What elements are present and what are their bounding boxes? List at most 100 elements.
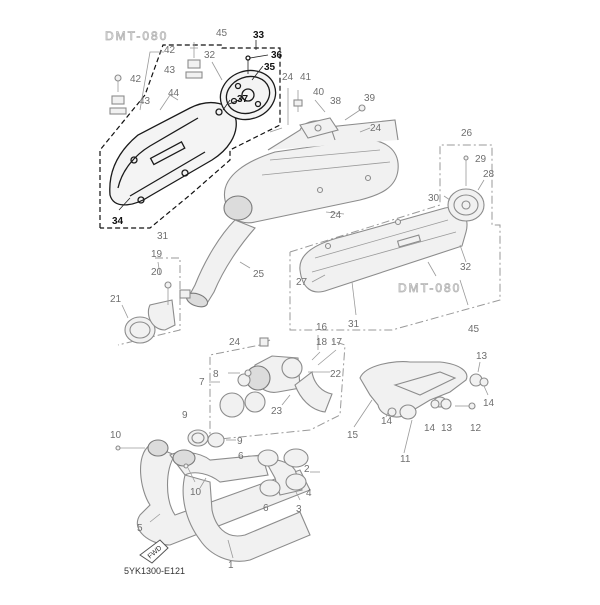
callout-42a: 42 [164,45,176,56]
joint-pipe-assembly [209,335,346,441]
highlight-boundary [99,44,281,229]
collar-14 [479,377,489,387]
stamp-marking-right: DMT-080 [398,281,461,295]
callout-14a: 14 [483,398,495,409]
callout-10a: 10 [110,430,122,441]
shield-hardware [109,42,223,115]
callout-13a: 13 [476,351,488,362]
callout-43a: 43 [164,65,176,76]
stamp-marking-top: DMT-080 [105,29,168,43]
callout-45a: 45 [216,28,228,39]
callout-32a: 32 [204,50,216,61]
mount-hole [181,169,189,177]
callout-27: 27 [296,277,308,288]
callout-31a: 31 [157,231,169,242]
callout-30: 30 [428,193,440,204]
collar-14 [430,399,440,409]
screw-36-head [245,55,251,61]
callout-6b: 6 [263,503,269,514]
callout-14b: 14 [381,416,393,427]
exhaust-header-pipes: FWD [115,439,311,564]
upper-heat-shield-group [99,40,281,229]
callout-15: 15 [347,430,359,441]
callout-12: 12 [470,423,482,434]
callout-4: 4 [306,488,312,499]
callout-42b: 42 [130,74,142,85]
screw-37 [222,99,231,111]
gasket-6 [259,479,281,497]
fwd-direction-arrow: FWD [139,539,169,564]
callout-38: 38 [330,96,342,107]
bolt-8 [244,369,252,377]
callout-10b: 10 [190,487,202,498]
bolt-20 [164,281,172,289]
callout-43b: 43 [139,96,151,107]
callout-25: 25 [253,269,265,280]
callout-24c: 24 [370,123,382,134]
pipe-clamp-group [117,257,191,346]
callout-2: 2 [304,464,310,475]
callout-11: 11 [400,454,411,465]
link-pipe-25 [185,219,256,308]
callout-45b: 45 [468,324,480,335]
callout-14c: 14 [424,423,436,434]
flange-2 [283,448,309,468]
callout-18: 18 [316,337,328,348]
callout-21: 21 [110,294,122,305]
callout-29: 29 [475,154,487,165]
nut-24 [259,337,269,347]
callout-39: 39 [364,93,376,104]
mount-hole [130,156,138,164]
muffler-body [223,88,399,224]
callout-31b: 31 [348,319,360,330]
grommet-13 [440,398,452,410]
callout-20: 20 [151,267,163,278]
mount-hole [137,196,145,204]
heat-shield-rib [117,117,199,189]
callout-7: 7 [199,377,205,388]
callout-33: 33 [253,30,265,41]
flange-2 [285,473,307,491]
callout-32b: 32 [460,262,472,273]
callout-22: 22 [330,369,342,380]
muffler-bracket [353,361,489,454]
callout-26: 26 [461,128,473,139]
callout-13b: 13 [441,423,453,434]
collar-43 [111,95,125,105]
mount-hole [215,108,223,116]
callout-24d: 24 [330,210,342,221]
grommet-43 [109,107,127,115]
grommet-43 [185,71,203,79]
callout-3: 3 [296,504,302,515]
callout-28: 28 [483,169,495,180]
callout-8: 8 [213,369,219,380]
bolt-39 [344,109,361,121]
callout-23: 23 [271,406,283,417]
callout-37: 37 [237,94,249,105]
collar-14 [387,407,397,417]
callout-35: 35 [264,62,276,73]
callout-19: 19 [151,249,163,260]
gaskets-and-clamps [187,429,320,501]
callout-5: 5 [137,523,143,534]
gasket-6 [257,449,279,467]
callout-labels: 1 2 3 4 5 6 6 7 8 9 9 10 10 11 12 13 13 … [110,28,495,571]
heat-shield-slot [149,141,186,166]
callout-34: 34 [112,216,124,227]
callout-24b: 24 [282,72,294,83]
clamp-19 [147,299,176,331]
callout-41: 41 [300,72,312,83]
callout-1: 1 [228,560,234,571]
callout-6a: 6 [238,451,244,462]
callout-9a: 9 [182,410,188,421]
gasket-9 [207,432,225,448]
end-cap-35 [219,69,277,121]
right-silencer [289,144,501,331]
callout-9b: 9 [237,436,243,447]
heat-shield-rib [129,151,206,197]
collar-43 [187,59,201,69]
callout-24a: 24 [229,337,241,348]
diagram-code: 5YK1300-E121 [124,566,185,576]
